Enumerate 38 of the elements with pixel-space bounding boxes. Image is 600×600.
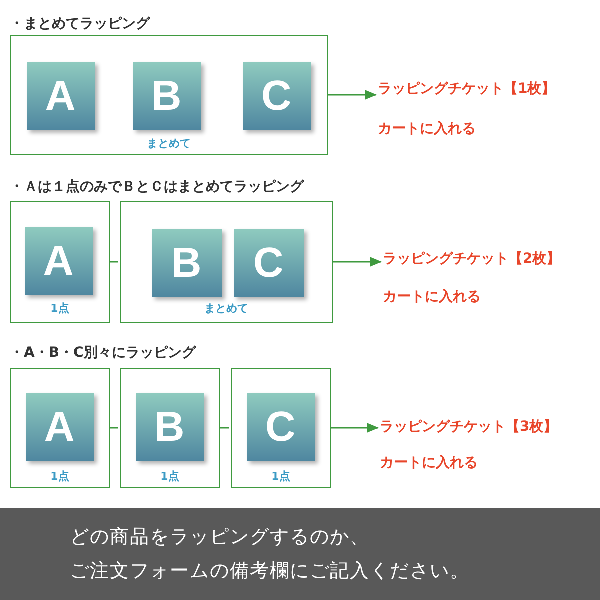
letter-tile: C (234, 228, 304, 296)
group-caption: 1点 (50, 469, 70, 484)
notice-text: どの商品をラッピングするのか、 (70, 525, 370, 550)
group-caption: 1点 (160, 469, 180, 484)
group-caption: まとめて (204, 301, 250, 316)
group-box (10, 35, 328, 155)
arrow (328, 90, 377, 100)
notice-text: ご注文フォームの備考欄にご記入ください。 (70, 559, 470, 584)
connector-line (220, 427, 229, 429)
ticket-count-text: ラッピングチケット【3枚】 (380, 418, 558, 436)
letter-tile: A (24, 226, 92, 294)
group-box (120, 368, 220, 488)
letter-tile: B (136, 392, 204, 460)
letter-tile: C (242, 62, 310, 130)
section-heading: ・まとめてラッピング (10, 15, 150, 33)
arrow (333, 257, 382, 267)
letter-tile: B (152, 228, 222, 296)
group-box (10, 368, 110, 488)
group-box (231, 368, 331, 488)
letter-tile: B (132, 62, 200, 130)
cart-instruction: カートに入れる (380, 454, 478, 472)
letter-tile: C (246, 392, 314, 460)
group-box (10, 201, 110, 323)
ticket-count-text: ラッピングチケット【1枚】 (378, 80, 556, 98)
cart-instruction: カートに入れる (378, 120, 476, 138)
arrow (331, 423, 379, 433)
cart-instruction: カートに入れる (383, 288, 481, 306)
connector-line (110, 427, 118, 429)
group-box (120, 201, 333, 323)
letter-tile: A (26, 62, 94, 130)
section-heading: ・A・B・C別々にラッピング (10, 344, 196, 362)
letter-tile: A (26, 392, 94, 460)
group-caption: 1点 (270, 469, 292, 484)
group-caption: 1点 (50, 301, 70, 316)
section-heading: ・Ａは１点のみでＢとＣはまとめてラッピング (10, 178, 304, 196)
group-caption: まとめて (146, 136, 192, 151)
ticket-count-text: ラッピングチケット【2枚】 (383, 250, 561, 268)
connector-line (110, 261, 118, 263)
